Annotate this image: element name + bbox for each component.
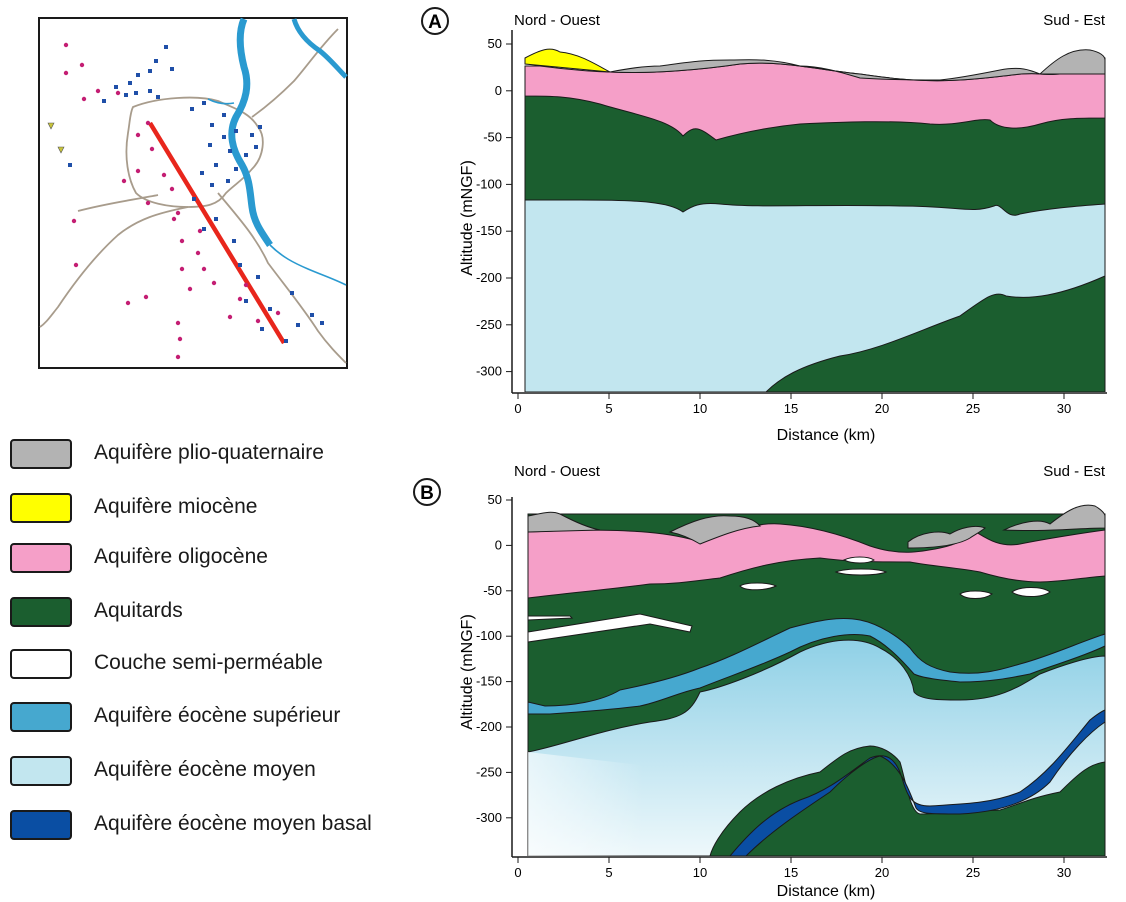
- panel-b-letter: B: [420, 483, 434, 504]
- legend-label-semi-permeable: Couche semi-perméable: [94, 651, 323, 674]
- legend-item-aquitards: Aquitards: [10, 595, 430, 629]
- legend-item-eocene-moyen-basal: Aquifère éocène moyen basal: [10, 808, 430, 842]
- legend-label-oligocene: Aquifère oligocène: [94, 545, 268, 568]
- y-tick-label: -150: [476, 674, 502, 689]
- panel-b-badge: [413, 478, 441, 506]
- x-tick-label: 25: [966, 865, 980, 880]
- panel-a-ylabel: Altitude (mNGF): [459, 160, 476, 276]
- layer-plio-quaternaire-2: [1038, 49, 1106, 75]
- y-tick-label: -100: [476, 176, 502, 191]
- panel-a-badge: [421, 7, 449, 35]
- legend-swatch-eocene-superieur: [10, 702, 72, 732]
- y-tick-label: -300: [476, 810, 502, 825]
- x-tick-label: 20: [875, 865, 889, 880]
- y-tick-label: 0: [495, 83, 502, 98]
- y-tick-label: -150: [476, 223, 502, 238]
- panel-a-letter: A: [428, 12, 442, 33]
- x-tick-label: 15: [784, 401, 798, 416]
- y-tick-label: 0: [495, 537, 502, 552]
- legend-swatch-eocene-moyen-basal: [10, 810, 72, 840]
- legend-swatch-semi-permeable: [10, 649, 72, 679]
- layer-plio-quaternaire-b4: [1002, 504, 1106, 532]
- legend-label-plio-quaternaire: Aquifère plio-quaternaire: [94, 441, 324, 464]
- y-tick-label: -200: [476, 719, 502, 734]
- legend-item-miocene: Aquifère miocène: [10, 491, 430, 525]
- x-tick-label: 15: [784, 865, 798, 880]
- legend-swatch-plio-quaternaire: [10, 439, 72, 469]
- legend-swatch-oligocene: [10, 543, 72, 573]
- legend-item-semi-permeable: Couche semi-perméable: [10, 647, 430, 681]
- y-tick-label: 50: [488, 492, 502, 507]
- x-tick-label: 10: [693, 865, 707, 880]
- x-tick-label: 20: [875, 401, 889, 416]
- panel-b-axes: [511, 497, 1107, 858]
- map-points-yellow: [47, 122, 65, 154]
- map-points-magenta: [63, 42, 281, 360]
- legend-swatch-miocene: [10, 493, 72, 523]
- x-tick-label: 5: [605, 401, 612, 416]
- panel-b-yticks: 50 0 -50 -100 -150 -200 -250 -300: [476, 492, 512, 825]
- panel-b-se-label: Sud - Est: [1043, 463, 1106, 480]
- y-tick-label: -250: [476, 317, 502, 332]
- location-map: [38, 17, 348, 369]
- panel-b-xticks: 0 5 10 15 20 25 30: [514, 857, 1071, 880]
- layer-eocene-superieur-b: [527, 617, 1106, 715]
- x-tick-label: 30: [1057, 865, 1071, 880]
- layer-plio-quaternaire-b2: [668, 515, 761, 545]
- layer-plio-quaternaire-b3: [907, 525, 986, 549]
- panel-a-yticks: 50 0 -50 -100 -150 -200 -250 -300: [476, 36, 512, 379]
- legend-item-plio-quaternaire: Aquifère plio-quaternaire: [10, 437, 430, 471]
- legend-label-eocene-moyen: Aquifère éocène moyen: [94, 758, 316, 781]
- layer-plio-quaternaire-b1: [527, 511, 601, 533]
- y-tick-label: -100: [476, 628, 502, 643]
- x-tick-label: 0: [514, 865, 521, 880]
- panel-b-ylabel: Altitude (mNGF): [459, 614, 476, 730]
- panel-a-se-label: Sud - Est: [1043, 12, 1106, 29]
- legend-label-eocene-moyen-basal: Aquifère éocène moyen basal: [94, 812, 372, 835]
- panel-b-xlabel: Distance (km): [777, 883, 876, 900]
- legend-item-oligocene: Aquifère oligocène: [10, 541, 430, 575]
- y-tick-label: 50: [488, 36, 502, 51]
- legend-label-miocene: Aquifère miocène: [94, 495, 258, 518]
- y-tick-label: -300: [476, 364, 502, 379]
- x-tick-label: 25: [966, 401, 980, 416]
- cross-section-b: B Nord - Ouest Sud - Est: [413, 463, 1107, 900]
- y-tick-label: -200: [476, 270, 502, 285]
- map-points-blue: [68, 45, 324, 343]
- panel-a-xlabel: Distance (km): [777, 427, 876, 444]
- panel-a-xticks: 0 5 10 15 20 25 30: [514, 393, 1071, 416]
- y-tick-label: -50: [483, 583, 502, 598]
- x-tick-label: 0: [514, 401, 521, 416]
- cross-section-a: A Nord - Ouest Sud - Est 500-50-100-150-…: [421, 7, 1107, 444]
- layer-eocene-moyen: [524, 199, 1106, 392]
- legend-label-aquitards: Aquitards: [94, 599, 183, 622]
- legend-item-eocene-superieur: Aquifère éocène supérieur: [10, 700, 430, 734]
- layer-miocene: [524, 48, 611, 73]
- legend-swatch-eocene-moyen: [10, 756, 72, 786]
- layer-eocene-moyen-basal-b: [729, 709, 1106, 856]
- x-tick-label: 10: [693, 401, 707, 416]
- legend-swatch-aquitards: [10, 597, 72, 627]
- x-tick-label: 30: [1057, 401, 1071, 416]
- section-line: [148, 121, 286, 345]
- legend-label-eocene-superieur: Aquifère éocène supérieur: [94, 704, 341, 727]
- layer-semi-permeable-b: [527, 556, 1051, 643]
- y-tick-label: -50: [483, 130, 502, 145]
- y-tick-label: -250: [476, 764, 502, 779]
- x-tick-label: 5: [605, 865, 612, 880]
- legend-item-eocene-moyen: Aquifère éocène moyen: [10, 754, 430, 788]
- map-river: [207, 17, 348, 286]
- panel-b-nw-label: Nord - Ouest: [514, 463, 601, 480]
- panel-a-nw-label: Nord - Ouest: [514, 12, 601, 29]
